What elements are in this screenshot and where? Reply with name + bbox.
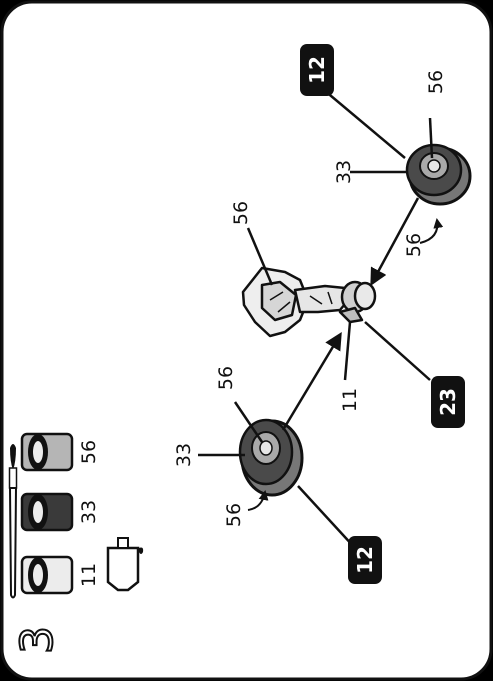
label-left-hub: 56 xyxy=(215,366,237,390)
right-wheel xyxy=(405,143,472,206)
paint-code-33: 33 xyxy=(78,500,100,524)
part-badge-12-right: 12 xyxy=(300,44,334,96)
rotate-arrow-left xyxy=(247,490,269,511)
glue-tube-icon xyxy=(106,537,144,592)
label-body-axle: 11 xyxy=(339,388,361,412)
label-right-tire: 33 xyxy=(333,160,355,184)
paint-pot-lid-inner xyxy=(33,564,43,586)
paint-pot-lid-inner xyxy=(33,501,43,523)
paint-pot-33: 33 xyxy=(20,492,100,532)
label-left-tire: 33 xyxy=(173,443,195,467)
svg-text:12: 12 xyxy=(353,546,377,574)
part-badge-12-left: 12 xyxy=(348,536,382,584)
wheel-hub-center xyxy=(427,159,441,173)
arrow-right-wheel-to-axle xyxy=(370,197,420,287)
paint-pot-56: 56 xyxy=(20,432,100,472)
paint-pot-lid-inner xyxy=(33,441,43,463)
wheel-hub-center xyxy=(259,440,273,456)
label-left-rotate: 56 xyxy=(223,503,245,527)
left-wheel xyxy=(238,418,304,497)
rotate-arrow-right xyxy=(419,218,444,244)
paintbrush-icon xyxy=(8,444,18,599)
label-right-hub: 56 xyxy=(425,70,447,94)
svg-text:23: 23 xyxy=(436,388,460,416)
svg-text:12: 12 xyxy=(305,56,329,84)
step-number: 3 xyxy=(11,625,64,655)
axle-assembly xyxy=(241,266,377,338)
paint-code-11: 11 xyxy=(78,563,100,587)
arrow-left-wheel-to-axle xyxy=(281,331,342,431)
paint-pot-11: 11 xyxy=(20,555,100,595)
part-badge-23: 23 xyxy=(431,376,465,428)
label-body-top: 56 xyxy=(230,201,252,225)
svg-text:3: 3 xyxy=(12,626,63,654)
leader-lines xyxy=(198,84,434,549)
paint-code-56: 56 xyxy=(78,440,100,464)
label-right-rotate: 56 xyxy=(403,233,425,257)
